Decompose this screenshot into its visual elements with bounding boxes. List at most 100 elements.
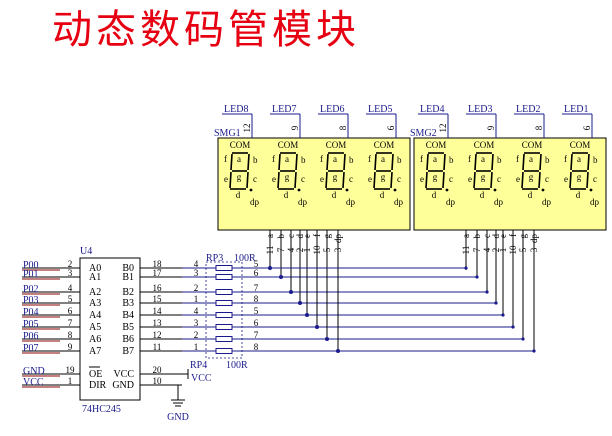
led-label: LED8 xyxy=(224,104,248,115)
segment-b xyxy=(539,153,542,171)
segment-f xyxy=(570,153,573,171)
seg-label-b: b xyxy=(497,155,502,165)
junction-dot xyxy=(279,275,283,279)
com-label: COM xyxy=(278,140,299,150)
com-pin-number: 12 xyxy=(438,124,448,133)
segment-pin-number: 7 xyxy=(276,247,286,252)
seg-label-dp: dp xyxy=(250,197,260,207)
led-label: LED6 xyxy=(320,104,344,115)
seg-label-a: a xyxy=(577,154,581,164)
com-label: COM xyxy=(326,140,347,150)
seg-label-e: e xyxy=(564,174,568,184)
segment-pin-number: 1 xyxy=(498,248,508,253)
net-label: GND xyxy=(23,366,45,377)
led-label: LED5 xyxy=(368,104,392,115)
segment-e xyxy=(277,171,280,189)
junction-dot xyxy=(464,266,468,270)
segment-b xyxy=(443,153,446,171)
gnd-symbol-label: GND xyxy=(167,412,189,423)
res-right-pin: 8 xyxy=(254,342,259,352)
wires xyxy=(240,266,536,353)
seg-label-e: e xyxy=(224,174,228,184)
seg-label-c: c xyxy=(545,174,549,184)
resistor-element xyxy=(215,312,233,318)
ic-right-pin-number: 17 xyxy=(153,268,163,278)
ic-right-pin-number: 18 xyxy=(153,259,163,269)
ic-right-pin-name: B2 xyxy=(122,287,134,298)
seg-label-e: e xyxy=(468,174,472,184)
seg-label-e: e xyxy=(516,174,520,184)
net-label: P05 xyxy=(23,319,39,330)
seg-label-g: g xyxy=(433,172,438,182)
junction-dot xyxy=(305,313,309,317)
seg-label-d: d xyxy=(284,190,289,200)
led-label: LED3 xyxy=(468,104,492,115)
ic-left-pin-name: OE xyxy=(89,369,102,380)
seg-label-dp: dp xyxy=(346,197,356,207)
ic-right-pin-number: 10 xyxy=(153,376,163,386)
res-right-pin: 5 xyxy=(254,259,259,269)
ic-right-pin-name: B4 xyxy=(122,310,134,321)
com-pin-number: 8 xyxy=(338,125,348,130)
segment-f xyxy=(474,153,477,171)
rp4-value: 100R xyxy=(226,360,248,371)
seg-label-g: g xyxy=(577,172,582,182)
seg-label-g: g xyxy=(333,172,338,182)
segment-pin-number: 10 xyxy=(508,245,518,255)
seg-label-dp: dp xyxy=(394,197,404,207)
junction-dot xyxy=(532,349,536,353)
resistor-element xyxy=(215,265,233,271)
resistor-element xyxy=(215,289,233,295)
com-pin-number: 9 xyxy=(486,125,496,130)
seg-label-f: f xyxy=(368,154,371,164)
seg-label-a: a xyxy=(237,154,241,164)
ic-left-pin-number: 3 xyxy=(68,268,73,278)
segment-dp xyxy=(393,188,397,192)
junction-dot xyxy=(485,290,489,294)
seg-label-g: g xyxy=(381,172,386,182)
vcc-symbol-label: VCC xyxy=(191,373,212,384)
segment-dp xyxy=(589,188,593,192)
seg-label-c: c xyxy=(593,174,597,184)
com-label: COM xyxy=(474,140,495,150)
segment-pin-number: 2 xyxy=(295,248,305,253)
segment-e xyxy=(325,171,328,189)
power-symbols: VCC GND xyxy=(167,369,212,423)
seg-label-b: b xyxy=(593,155,598,165)
ic-left-pin-name: A0 xyxy=(89,263,101,274)
rp4-label: RP4 xyxy=(190,360,207,371)
segment-pin-number: 4 xyxy=(482,247,492,252)
res-left-pin: 2 xyxy=(194,330,199,340)
seg-label-d: d xyxy=(480,190,485,200)
junction-dot xyxy=(511,325,515,329)
ic-left-pin-number: 4 xyxy=(68,283,73,293)
segment-c xyxy=(294,171,297,189)
com-pin-number: 12 xyxy=(242,124,252,133)
resistor-element xyxy=(215,274,233,280)
seg-label-b: b xyxy=(397,155,402,165)
led-label: LED4 xyxy=(420,104,444,115)
res-left-pin: 2 xyxy=(194,283,199,293)
segment-f xyxy=(230,153,233,171)
segment-f xyxy=(374,153,377,171)
net-label: P07 xyxy=(23,343,39,354)
seg-label-a: a xyxy=(333,154,337,164)
ic-left-pin-number: 8 xyxy=(68,330,73,340)
res-left-pin: 3 xyxy=(194,318,199,328)
resistor-outline xyxy=(205,261,243,359)
junction-dot xyxy=(521,337,525,341)
segment-b xyxy=(391,153,394,171)
com-label: COM xyxy=(230,140,251,150)
seg-label-c: c xyxy=(301,174,305,184)
ic-left-pin-number: 6 xyxy=(68,306,73,316)
segment-e xyxy=(569,171,572,189)
segment-c xyxy=(538,171,541,189)
ic-right-pin-number: 20 xyxy=(153,365,163,375)
seg-label-f: f xyxy=(420,154,423,164)
page-title: 动态数码管模块 xyxy=(52,7,360,53)
ic-left-pin-name: A2 xyxy=(89,287,101,298)
seg-label-a: a xyxy=(481,154,485,164)
segment-pin-number: 5 xyxy=(322,247,332,252)
